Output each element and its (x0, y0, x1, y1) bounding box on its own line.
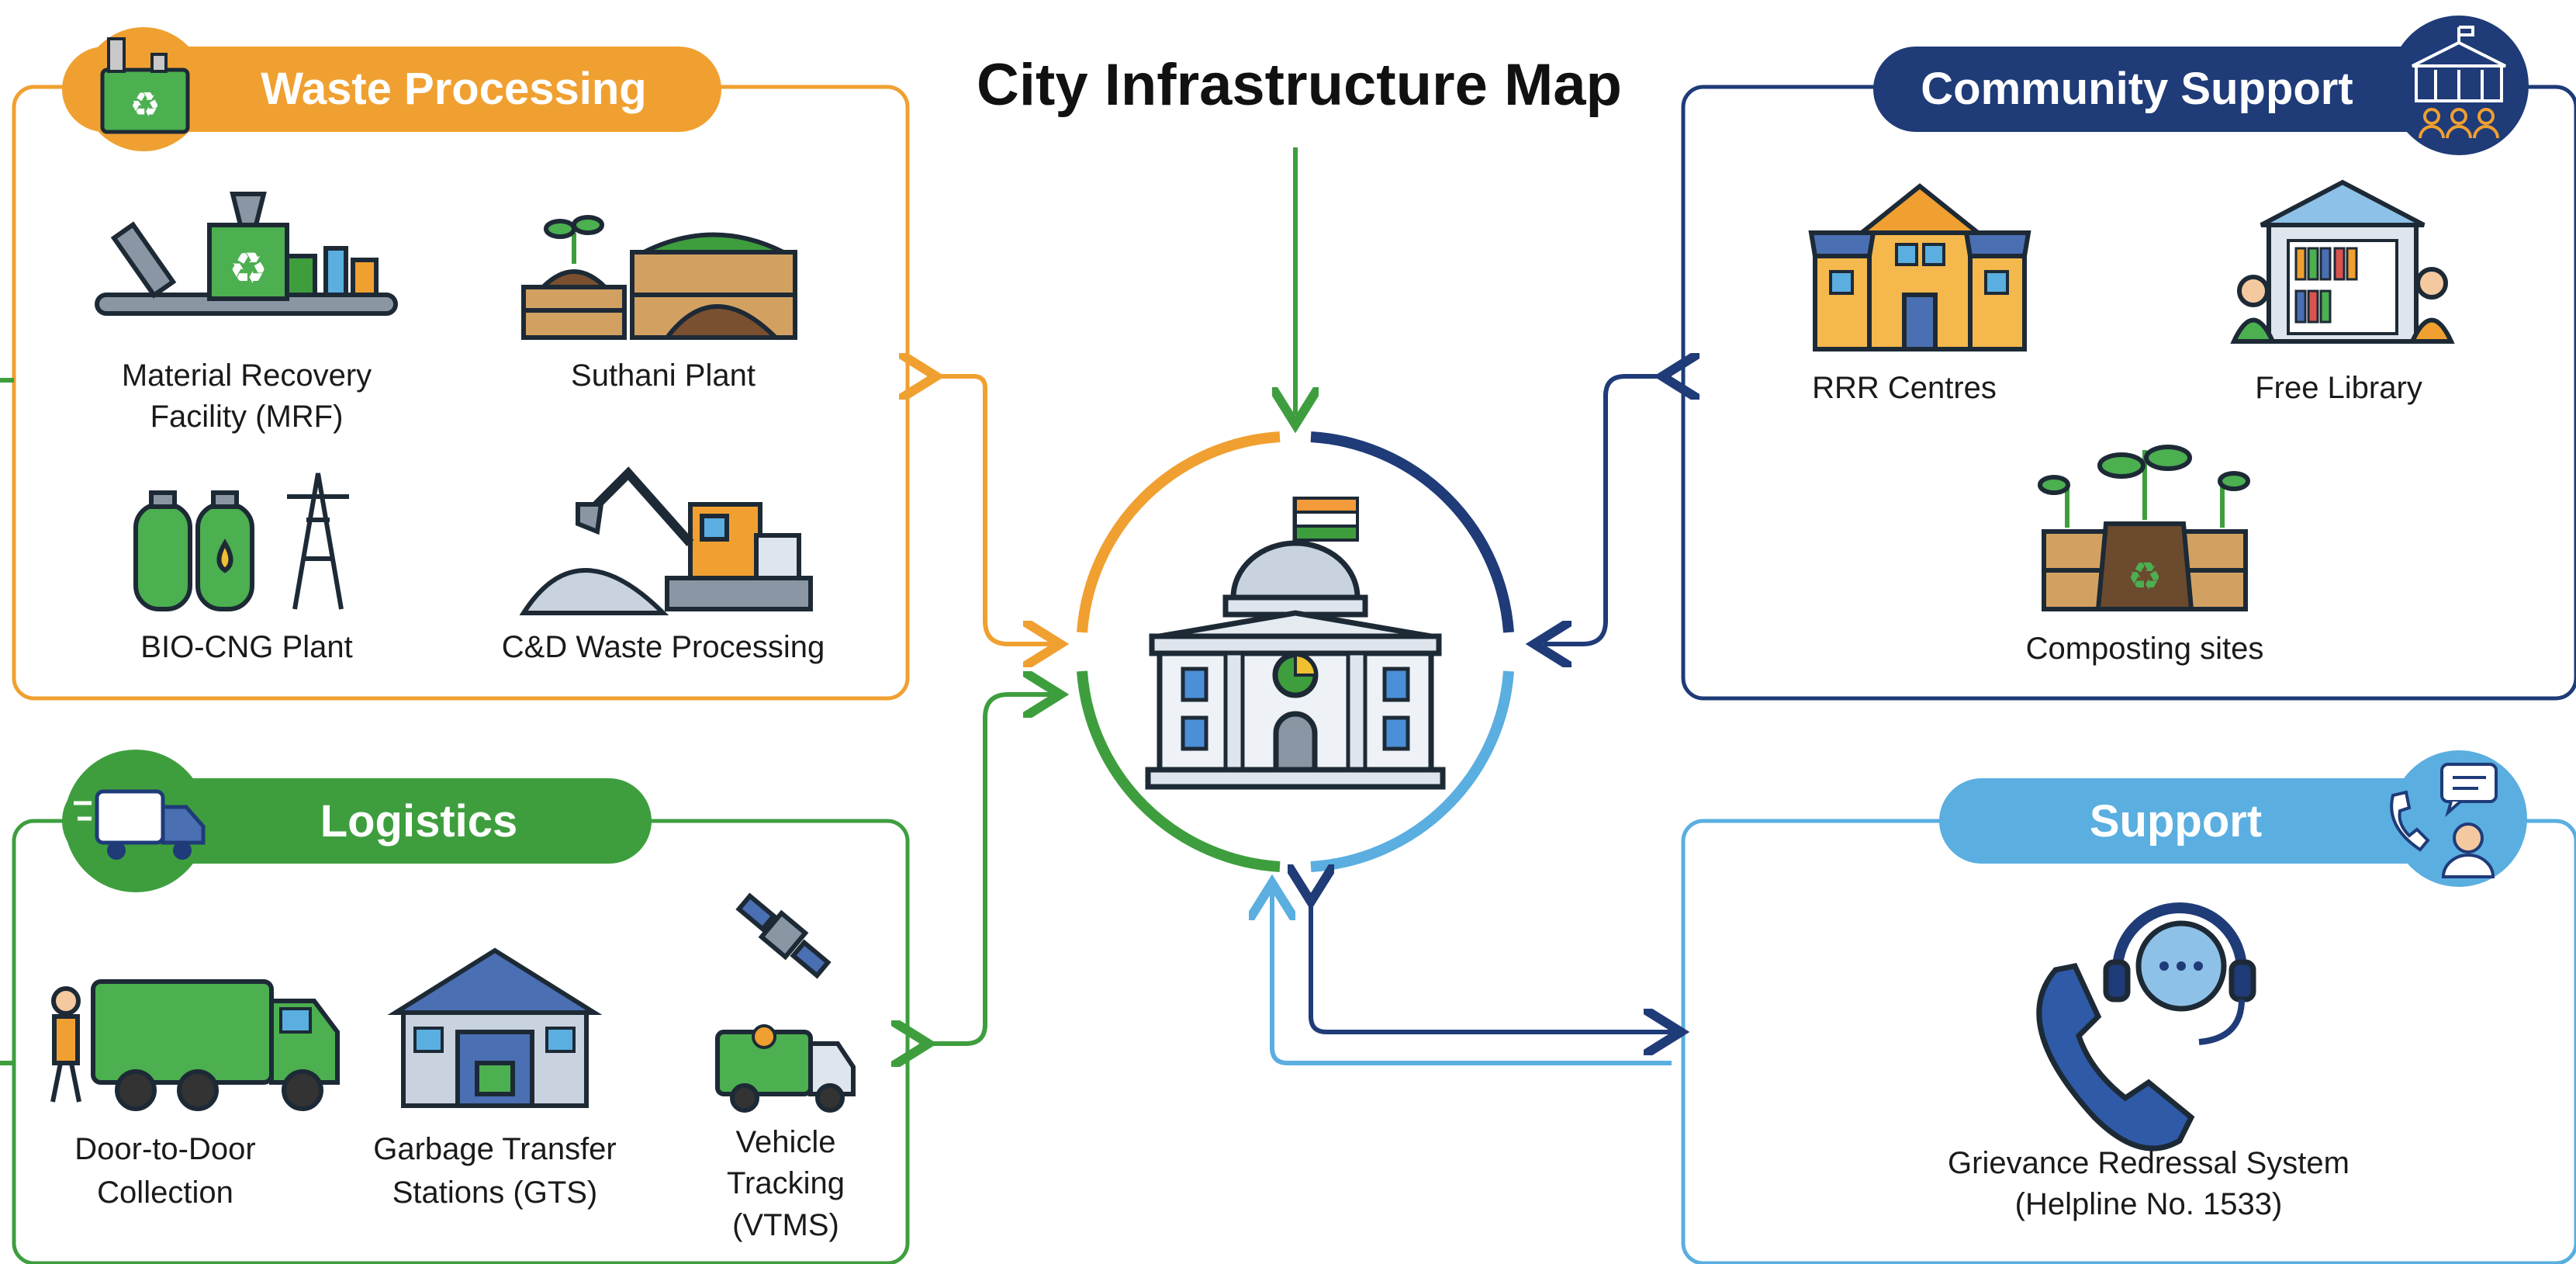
grievance-label-line2: (Helpline No. 1533) (2015, 1187, 2283, 1221)
vtms-label-line3: (VTMS) (732, 1208, 839, 1242)
gts-label-line1: Garbage Transfer (373, 1132, 617, 1166)
svg-text:♻: ♻ (229, 244, 268, 294)
garbage-truck-worker-icon (50, 979, 340, 1111)
support-connector-light (1272, 892, 1672, 1065)
door-to-door-label-line1: Door-to-Door (74, 1132, 255, 1166)
compost-crate-sprout-icon (521, 215, 797, 340)
bio-cng-plant-label: BIO-CNG Plant (140, 630, 352, 664)
gts-label-line2: Stations (GTS) (392, 1176, 598, 1210)
cd-waste-processing-label: C&D Waste Processing (502, 630, 825, 664)
community-support-connector (1544, 376, 1672, 644)
mrf-label-line2: Facility (MRF) (150, 400, 344, 434)
waste-processing-title: Waste Processing (261, 64, 646, 114)
support-header: Support (1939, 750, 2527, 887)
svg-text:♻: ♻ (130, 85, 160, 125)
svg-text:♻: ♻ (2128, 554, 2163, 599)
conveyor-recycling-icon: ♻ (95, 192, 398, 316)
gas-tanks-pylon-icon (133, 473, 349, 611)
door-to-door-label-line2: Collection (97, 1176, 233, 1210)
center-ring (1077, 431, 1514, 872)
community-support-title: Community Support (1921, 64, 2353, 114)
phone-chat-agent-icon (2390, 763, 2498, 878)
helpline-phone-headset-icon (2036, 902, 2256, 1151)
recycling-factory-icon: ♻ (100, 37, 190, 134)
vtms-label-line2: Tracking (727, 1166, 845, 1200)
school-building-icon (1808, 183, 2031, 351)
support-title: Support (2090, 796, 2262, 847)
waste-processing-connector (927, 376, 1051, 644)
compost-bin-plants-icon: ♻ (2038, 445, 2250, 611)
page-title: City Infrastructure Map (977, 52, 1622, 118)
vtms-label-line1: Vehicle (736, 1125, 836, 1159)
government-building-flag-icon (1145, 497, 1446, 790)
community-hall-people-icon (2412, 26, 2506, 139)
rrr-centres-label: RRR Centres (1812, 371, 1997, 405)
grievance-label-line1: Grievance Redressal System (1948, 1146, 2350, 1180)
logistics-header: Logistics (62, 750, 652, 892)
logistics-title: Logistics (320, 796, 518, 847)
excavator-debris-icon (519, 466, 813, 615)
warehouse-icon (387, 947, 603, 1108)
suthani-plant-label: Suthani Plant (571, 358, 756, 393)
logistics-connector (919, 694, 1051, 1044)
support-connector-dark (1311, 892, 1672, 1032)
mrf-label-line1: Material Recovery (122, 358, 372, 393)
delivery-truck-icon (74, 789, 206, 860)
free-library-label: Free Library (2255, 371, 2422, 405)
community-support-header: Community Support (1873, 16, 2529, 155)
satellite-van-icon (715, 892, 856, 1113)
library-readers-icon (2230, 179, 2455, 344)
waste-processing-header: ♻ Waste Processing (62, 27, 721, 151)
composting-sites-label: Composting sites (2026, 632, 2264, 666)
